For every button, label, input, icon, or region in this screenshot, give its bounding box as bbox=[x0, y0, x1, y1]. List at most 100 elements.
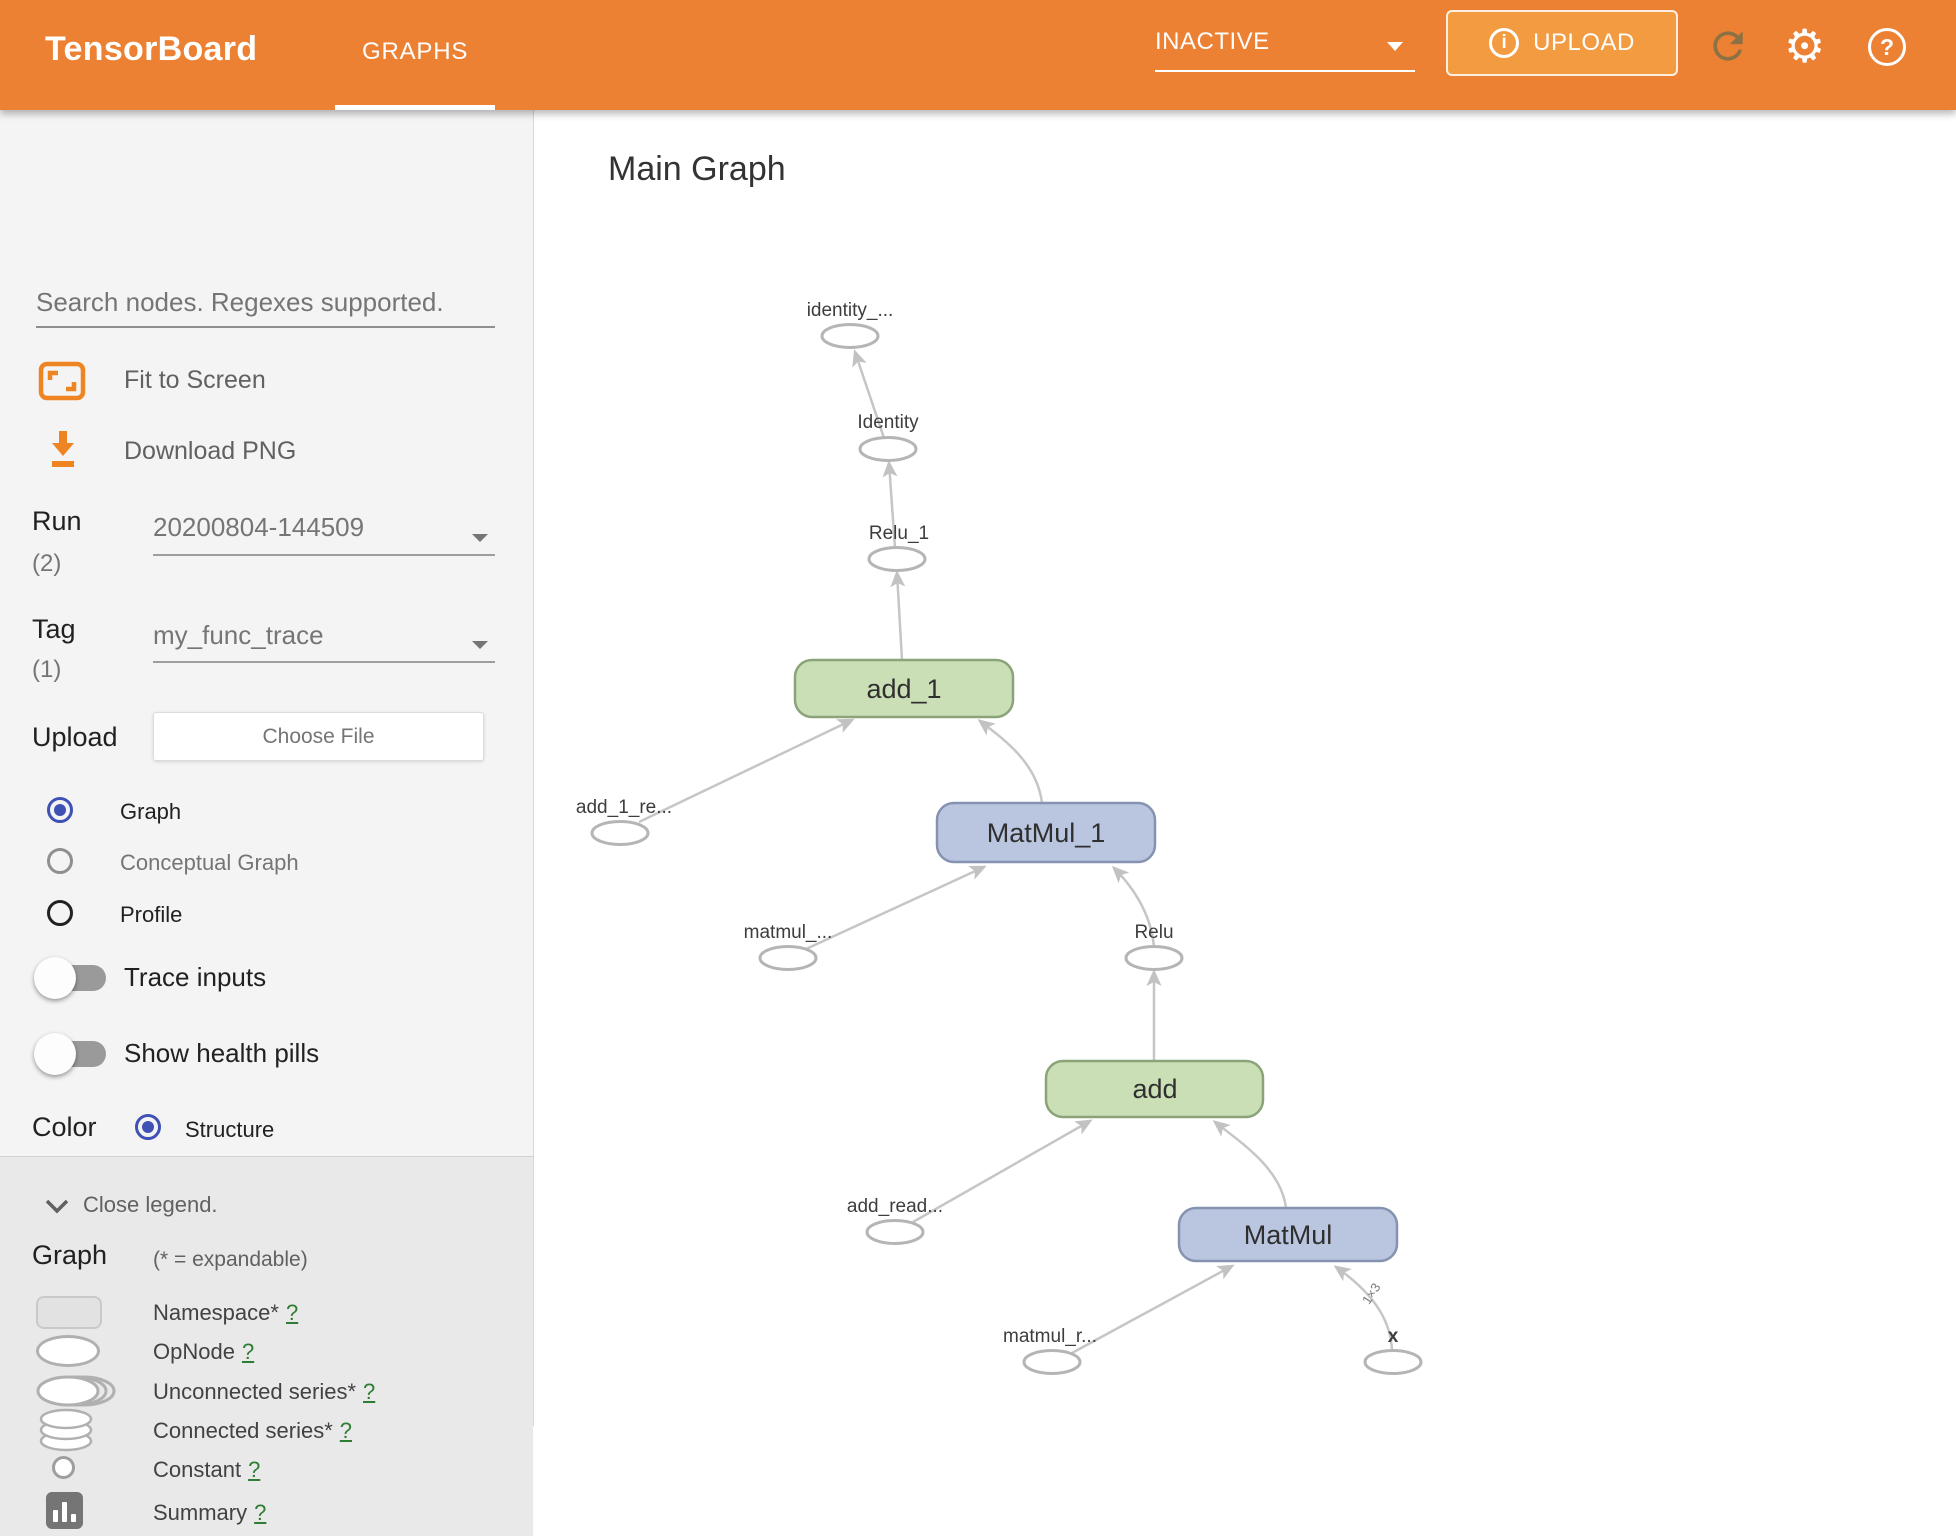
constant-swatch-icon bbox=[52, 1456, 75, 1479]
tag-select-value[interactable]: my_func_trace bbox=[153, 620, 324, 650]
download-icon[interactable] bbox=[43, 428, 83, 474]
svg-text:add: add bbox=[1132, 1074, 1177, 1104]
unconnected-series-swatch-icon bbox=[36, 1375, 116, 1407]
summary-swatch-icon bbox=[46, 1492, 83, 1529]
legend-expandable-note: (* = expandable) bbox=[153, 1248, 308, 1271]
help-link[interactable]: ? bbox=[363, 1379, 376, 1404]
tag-label: Tag bbox=[32, 614, 76, 644]
edge-shape-label: 1×3 bbox=[1359, 1280, 1384, 1307]
tab-graphs[interactable]: GRAPHS bbox=[362, 38, 469, 65]
namespace-swatch-icon bbox=[36, 1296, 102, 1329]
radio-color-structure[interactable] bbox=[135, 1114, 161, 1140]
svg-text:x: x bbox=[1388, 1326, 1399, 1347]
graph-node-matmul-read-upper[interactable]: matmul_... bbox=[744, 922, 833, 971]
graph-node-add-read[interactable]: add_read... bbox=[847, 1196, 943, 1245]
show-health-pills-label: Show health pills bbox=[124, 1038, 320, 1068]
edge-x-to-matmul bbox=[1333, 1265, 1394, 1352]
svg-text:Identity: Identity bbox=[857, 412, 919, 433]
svg-text:Relu: Relu bbox=[1134, 922, 1173, 943]
graph-node-add[interactable]: add bbox=[1044, 1059, 1265, 1119]
graph-node-x[interactable]: x bbox=[1363, 1326, 1423, 1375]
graph-node-add-1-read[interactable]: add_1_re... bbox=[576, 797, 672, 846]
connected-series-swatch-icon bbox=[39, 1408, 93, 1452]
help-link[interactable]: ? bbox=[241, 1339, 255, 1364]
graph-canvas[interactable]: 1×3 identity_... Identity Relu_1 add_1_r… bbox=[534, 110, 1956, 1426]
show-health-pills-toggle[interactable] bbox=[34, 1033, 106, 1075]
chevron-down-icon[interactable] bbox=[472, 534, 488, 542]
sidebar: Fit to Screen Download PNG Run (2) 20200… bbox=[0, 110, 534, 1536]
chevron-down-icon[interactable] bbox=[44, 1198, 70, 1214]
graph-node-relu[interactable]: Relu bbox=[1124, 922, 1184, 971]
upload-button[interactable]: i UPLOAD bbox=[1446, 10, 1678, 76]
download-png-button[interactable]: Download PNG bbox=[124, 437, 297, 465]
opnode-swatch-icon bbox=[36, 1335, 100, 1367]
svg-text:matmul_r...: matmul_r... bbox=[1003, 1326, 1097, 1347]
active-tab-indicator bbox=[335, 105, 495, 110]
svg-text:matmul_...: matmul_... bbox=[744, 922, 833, 943]
legend-item-namespace: Namespace*? bbox=[153, 1300, 299, 1325]
help-link[interactable]: ? bbox=[254, 1500, 267, 1525]
edge-identity-to-identity-out bbox=[852, 349, 886, 439]
graph-node-relu-1[interactable]: Relu_1 bbox=[867, 523, 929, 572]
edge-relu1-to-identity bbox=[882, 460, 898, 549]
help-link[interactable]: ? bbox=[285, 1300, 299, 1325]
chevron-down-icon bbox=[1387, 42, 1403, 51]
status-dropdown-value: INACTIVE bbox=[1155, 28, 1270, 55]
main-graph-title: Main Graph bbox=[608, 150, 786, 188]
legend-heading: Graph bbox=[32, 1240, 108, 1270]
run-select-value[interactable]: 20200804-144509 bbox=[153, 512, 365, 542]
fit-to-screen-button[interactable]: Fit to Screen bbox=[124, 366, 266, 394]
svg-text:identity_...: identity_... bbox=[807, 300, 894, 321]
svg-text:MatMul: MatMul bbox=[1244, 1220, 1333, 1250]
settings-gear-icon[interactable]: ⚙ bbox=[1784, 20, 1826, 72]
trace-inputs-toggle[interactable] bbox=[34, 957, 106, 999]
radio-graph-label[interactable]: Graph bbox=[120, 799, 182, 824]
svg-text:add_read...: add_read... bbox=[847, 1196, 943, 1217]
app-title: TensorBoard bbox=[45, 30, 258, 68]
radio-profile-label[interactable]: Profile bbox=[120, 902, 183, 927]
svg-text:MatMul_1: MatMul_1 bbox=[987, 818, 1106, 848]
graph-node-matmul-1[interactable]: MatMul_1 bbox=[935, 801, 1157, 864]
help-link[interactable]: ? bbox=[339, 1418, 353, 1443]
tag-count: (1) bbox=[32, 656, 62, 683]
edge-matmul-to-add bbox=[1212, 1120, 1288, 1209]
choose-file-button[interactable]: Choose File bbox=[153, 712, 484, 761]
radio-conceptual-graph-label[interactable]: Conceptual Graph bbox=[120, 850, 299, 875]
help-link[interactable]: ? bbox=[248, 1457, 261, 1482]
svg-text:add_1_re...: add_1_re... bbox=[576, 797, 672, 818]
radio-profile[interactable] bbox=[47, 900, 73, 926]
graph-node-matmul-read-lower[interactable]: matmul_r... bbox=[1003, 1326, 1097, 1375]
radio-conceptual-graph[interactable] bbox=[47, 848, 73, 874]
trace-inputs-label: Trace inputs bbox=[124, 962, 267, 992]
run-label: Run bbox=[32, 506, 82, 536]
graph-node-matmul[interactable]: MatMul bbox=[1177, 1206, 1399, 1263]
close-legend-button[interactable]: Close legend. bbox=[83, 1192, 218, 1217]
legend-item-connected-series: Connected series*? bbox=[153, 1418, 353, 1443]
edge-add1-to-relu1 bbox=[890, 570, 906, 661]
edge-relu-to-matmul1 bbox=[1111, 865, 1156, 948]
fit-to-screen-icon[interactable] bbox=[38, 361, 86, 401]
app-header: TensorBoard GRAPHS INACTIVE i UPLOAD ⚙ ? bbox=[0, 0, 1956, 110]
chevron-down-icon[interactable] bbox=[472, 641, 488, 649]
edge-add1read-to-add1 bbox=[638, 718, 855, 824]
graph-node-identity[interactable]: Identity bbox=[857, 412, 919, 462]
color-label: Color bbox=[32, 1112, 97, 1142]
color-structure-label: Structure bbox=[185, 1117, 275, 1142]
edge-addread-to-add bbox=[912, 1119, 1093, 1224]
help-icon[interactable]: ? bbox=[1868, 28, 1906, 66]
upload-file-label: Upload bbox=[32, 722, 118, 752]
graph-node-identity-out[interactable]: identity_... bbox=[807, 300, 894, 349]
legend-item-opnode: OpNode? bbox=[153, 1339, 255, 1364]
legend-item-constant: Constant? bbox=[153, 1457, 261, 1482]
edge-matmulread2-to-matmul bbox=[1071, 1264, 1235, 1355]
refresh-icon[interactable] bbox=[1706, 24, 1750, 68]
legend-item-unconnected-series: Unconnected series*? bbox=[153, 1379, 376, 1404]
search-input[interactable] bbox=[36, 278, 495, 328]
graph-node-add-1[interactable]: add_1 bbox=[793, 658, 1015, 719]
radio-graph[interactable] bbox=[47, 797, 73, 823]
status-dropdown[interactable]: INACTIVE bbox=[1155, 28, 1415, 72]
svg-text:add_1: add_1 bbox=[866, 674, 941, 704]
svg-text:Relu_1: Relu_1 bbox=[869, 523, 929, 544]
run-count: (2) bbox=[32, 550, 62, 577]
